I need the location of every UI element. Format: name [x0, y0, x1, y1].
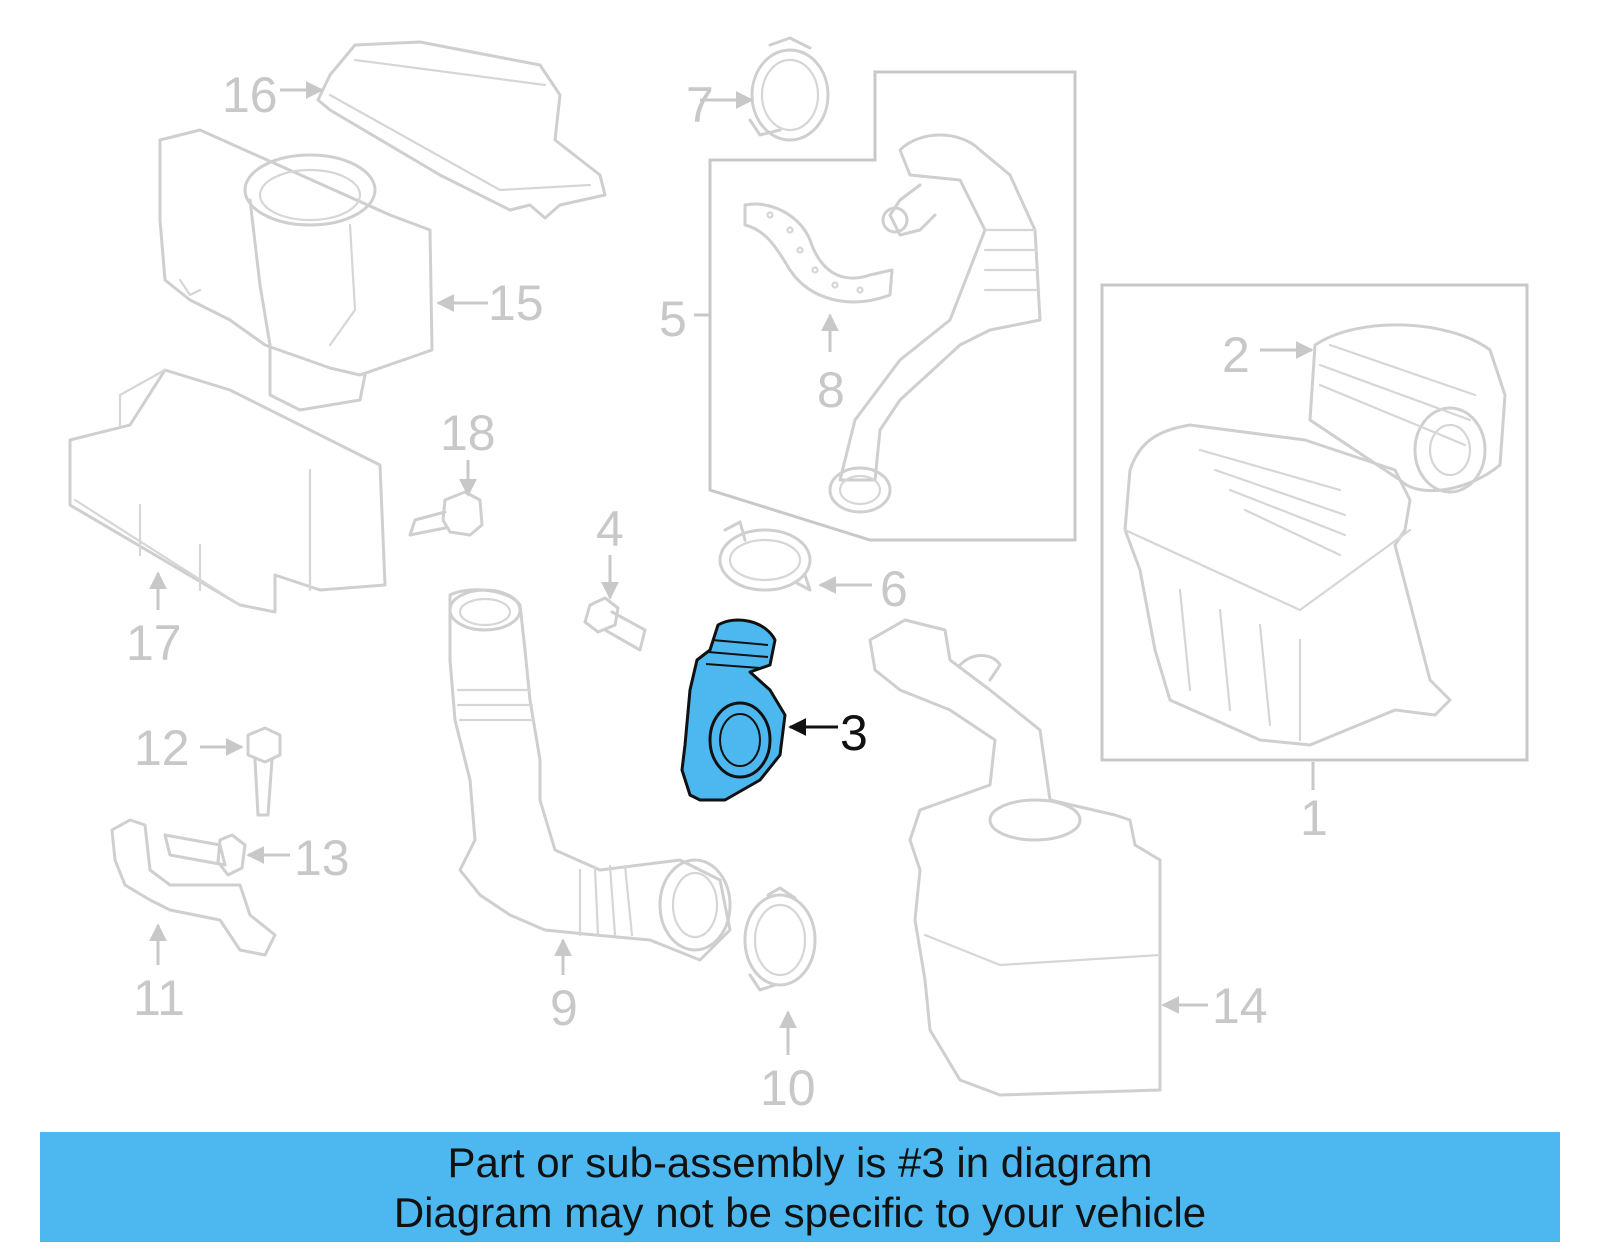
part-1-group-box	[1100, 283, 1529, 762]
part-12-screw	[246, 726, 282, 817]
part-2-air-filter	[1308, 323, 1507, 494]
label-10: 10	[760, 1060, 816, 1116]
banner-line-part: Part or sub-assembly is #3 in diagram	[447, 1139, 1153, 1186]
label-14: 14	[1212, 978, 1268, 1034]
part-14-resonator	[868, 618, 1162, 1097]
label-1: 1	[1300, 790, 1328, 846]
label-7: 7	[686, 77, 714, 133]
label-4: 4	[596, 501, 624, 557]
label-17: 17	[126, 615, 182, 671]
part-16-air-box-cover	[316, 40, 607, 220]
part-17-air-duct	[68, 368, 387, 614]
part-10-clamp	[743, 886, 817, 992]
part-5-group-box	[708, 70, 1077, 542]
label-9: 9	[550, 980, 578, 1036]
label-5: 5	[659, 291, 687, 347]
part-15-air-box-housing	[158, 128, 434, 412]
label-3: 3	[840, 705, 868, 761]
part-3-highlighted-adapter	[680, 618, 787, 802]
part-1-air-cleaner-assembly	[1123, 423, 1452, 747]
part-8-seal-strip	[743, 202, 894, 304]
label-8: 8	[817, 362, 845, 418]
label-15: 15	[488, 275, 544, 331]
part-9-lower-hose	[448, 588, 732, 962]
part-5-intake-hose	[828, 133, 1042, 514]
info-banner: Part or sub-assembly is #3 in diagram Di…	[40, 1132, 1560, 1242]
label-18: 18	[440, 405, 496, 461]
label-11: 11	[133, 970, 185, 1026]
label-2: 2	[1222, 327, 1250, 383]
banner-line-disclaimer: Diagram may not be specific to your vehi…	[393, 1189, 1207, 1236]
label-13: 13	[294, 830, 350, 886]
part-4-bolt	[583, 596, 647, 652]
label-16: 16	[222, 67, 278, 123]
label-12: 12	[134, 720, 190, 776]
part-11-bracket	[110, 818, 277, 957]
part-13-bolt	[163, 833, 247, 877]
callout-arrows	[149, 81, 1315, 1055]
part-18-bolt	[408, 490, 484, 537]
part-6-clamp	[718, 520, 812, 592]
label-6: 6	[880, 561, 908, 617]
part-7-clamp	[748, 36, 830, 142]
